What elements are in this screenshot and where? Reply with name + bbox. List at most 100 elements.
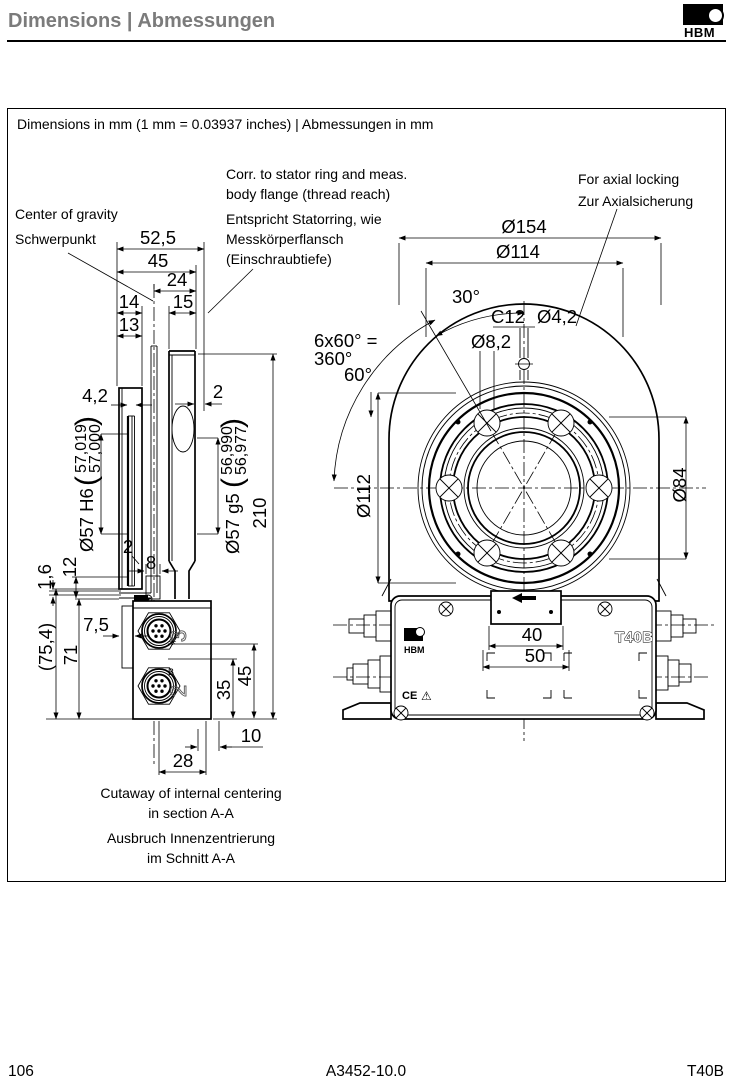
- dim-7-5: 7,5: [83, 614, 109, 635]
- footer-page-number: 106: [8, 1063, 34, 1080]
- svg-text:(: (: [70, 476, 103, 486]
- warning-icon: ⚠: [421, 689, 432, 703]
- connector-2-symbol: B: [168, 667, 174, 677]
- svg-text:Ø57 g5: Ø57 g5: [222, 493, 243, 554]
- dim-2-small: 2: [123, 536, 133, 557]
- stator-note-en1: Corr. to stator ring and meas.: [226, 166, 408, 182]
- hidden-edge-marks: [486, 652, 647, 699]
- housing-screws: [393, 601, 655, 721]
- stator-note-de2: Messkörperflansch: [226, 231, 344, 247]
- stator-note-en2: body flange (thread reach): [226, 186, 391, 202]
- svg-text:HBM: HBM: [404, 645, 425, 655]
- caption-en2: in section A-A: [148, 805, 234, 821]
- dim-210: 210: [249, 498, 270, 529]
- connector-1: [137, 612, 181, 650]
- side-view-drawing: 3 ✳ 2 B: [34, 227, 277, 775]
- center-of-gravity-label-de: Schwerpunkt: [15, 231, 96, 247]
- connector-1-symbol: ✳: [169, 637, 177, 647]
- seal: [134, 595, 148, 601]
- dim-114: Ø114: [496, 241, 540, 262]
- dim-50: 50: [525, 645, 546, 666]
- cutaway-window: [171, 405, 195, 453]
- axial-locking-label-en: For axial locking: [578, 171, 680, 187]
- footer-document-number: A3452-10.0: [325, 1063, 407, 1080]
- dim-45: 45: [148, 250, 169, 271]
- svg-text:56,990: 56,990: [219, 426, 236, 475]
- front-dimensions: Ø154 Ø114 30° 60° 6x60° = 360°: [314, 208, 690, 584]
- housing-hbm-logo-icon: HBM: [404, 627, 425, 655]
- dim-6x60-line1: 6x60° =: [314, 330, 377, 351]
- dim-c12: C12: [491, 306, 525, 327]
- footer-product-name: T40B: [686, 1063, 724, 1080]
- housing-model-label: T40B: [615, 629, 654, 646]
- page-title: Dimensions | Abmessungen: [8, 10, 276, 32]
- dim-35: 35: [213, 680, 234, 701]
- right-foot: [655, 702, 705, 720]
- dim-shaft-h6: Ø57 H6 ( 57,019 57,000 ): [70, 416, 104, 552]
- stator-note-de1: Entspricht Statorring, wie: [226, 211, 382, 227]
- bolt-holes: [435, 409, 613, 567]
- direction-arrow-icon: [512, 593, 522, 603]
- caption-de1: Ausbruch Innenzentrierung: [106, 830, 276, 846]
- stator-tube: [168, 350, 196, 599]
- dim-112: Ø112: [353, 474, 374, 518]
- svg-text:57,000: 57,000: [87, 424, 104, 473]
- base-housing: 40 50 HBM: [333, 590, 714, 721]
- hbm-logo-icon: HBM: [683, 4, 725, 40]
- dim-shaft-g5: Ø57 g5 ( 56,990 56,977 ): [216, 418, 250, 554]
- stator-note-de3: (Einschraubtiefe): [226, 251, 332, 267]
- svg-text:): ): [216, 418, 249, 428]
- dim-30deg: 30°: [452, 286, 480, 307]
- dim-10: 10: [241, 725, 262, 746]
- ce-mark: CE: [402, 690, 417, 702]
- section-caption: Cutaway of internal centering in section…: [41, 783, 341, 868]
- dim-13: 13: [119, 314, 140, 335]
- svg-text:(: (: [216, 478, 249, 488]
- dim-28: 28: [173, 750, 194, 771]
- dim-4-2: 4,2: [82, 385, 108, 406]
- svg-text:): ): [70, 416, 103, 426]
- dim-4-2-hole: Ø4,2: [537, 306, 577, 327]
- centering-sleeve: [126, 415, 135, 587]
- dim-8-2: Ø8,2: [471, 331, 511, 352]
- dim-12: 12: [59, 557, 80, 578]
- center-of-gravity-label-en: Center of gravity: [15, 206, 118, 222]
- hbm-logo-text: HBM: [684, 25, 716, 40]
- axial-leader: [575, 208, 618, 327]
- dim-71: 71: [60, 645, 81, 666]
- technical-drawing: 3 ✳ 2 B: [34, 208, 714, 775]
- dim-8: 8: [146, 552, 156, 573]
- dim-52-5: 52,5: [140, 227, 176, 248]
- dim-40: 40: [522, 624, 543, 645]
- cable-block: [490, 590, 562, 625]
- svg-text:57,019: 57,019: [73, 424, 90, 473]
- dim-2-right: 2: [213, 381, 223, 402]
- center-of-gravity-leader: [67, 252, 154, 302]
- stator-note: Corr. to stator ring and meas. body flan…: [226, 164, 407, 269]
- dim-84: Ø84: [669, 468, 690, 503]
- dim-1-6: 1,6: [34, 564, 55, 590]
- connector-2-label: 2: [166, 685, 191, 697]
- caption-en1: Cutaway of internal centering: [100, 785, 282, 801]
- side-dimensions: 52,5 45 24 14 15 13 4,2 2: [34, 227, 277, 775]
- figure-title: Dimensions in mm (1 mm = 0.03937 inches)…: [17, 116, 434, 132]
- dim-60deg: 60°: [344, 364, 372, 385]
- left-foot: [342, 702, 392, 720]
- dim-15: 15: [173, 291, 194, 312]
- rotor-flange: [118, 387, 143, 590]
- dim-45-conn: 45: [234, 666, 255, 687]
- dim-154: Ø154: [501, 216, 546, 237]
- svg-text:56,977: 56,977: [233, 426, 250, 475]
- connector-2: [137, 667, 181, 705]
- dim-14: 14: [119, 291, 140, 312]
- axial-locking-label-de: Zur Axialsicherung: [578, 193, 694, 209]
- dimensions-figure: 3 ✳ 2 B: [7, 108, 726, 882]
- stator-leader: [207, 268, 254, 314]
- dim-24: 24: [167, 269, 188, 290]
- svg-text:Ø57 H6: Ø57 H6: [76, 488, 97, 552]
- dim-75-4: (75,4): [35, 623, 56, 671]
- front-view-drawing: Ø154 Ø114 30° 60° 6x60° = 360°: [314, 208, 714, 741]
- caption-de2: im Schnitt A-A: [147, 850, 235, 866]
- connector-1-label: 3: [166, 630, 191, 642]
